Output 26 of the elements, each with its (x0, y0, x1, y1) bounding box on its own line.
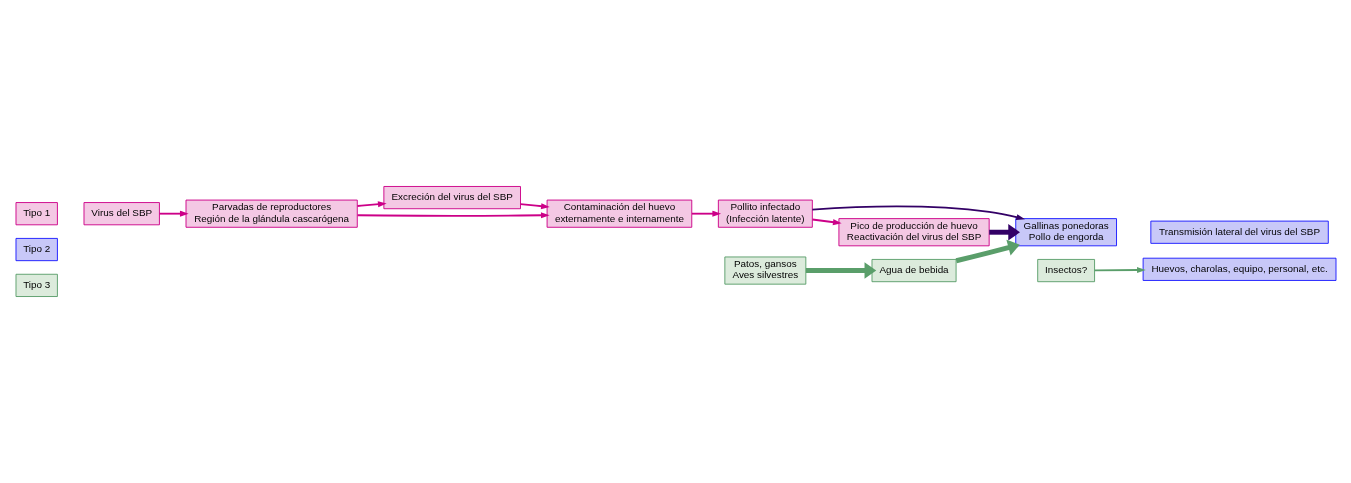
node-box: Pollito infectado (Infección latente) (717, 199, 813, 228)
node-box: Parvadas de reproductores Región de la glándula cascarógena (185, 199, 358, 228)
node-box: Transmisión lateral del virus del SBP (1149, 220, 1329, 244)
arrow (811, 218, 842, 226)
node-box: Gallinas ponedoras Pollo de engorda (1014, 218, 1117, 247)
arrow (810, 205, 1025, 221)
node-box: Excreción del virus del SBP (382, 186, 521, 210)
arrow (955, 239, 1020, 264)
arrow (988, 224, 1020, 241)
node-box: Pico de producción de huevo Reactivación del virus del SBP (837, 218, 990, 247)
arrow (690, 210, 721, 217)
arrow (1093, 267, 1146, 274)
arrow (356, 212, 550, 219)
node-box: Tipo 1 (15, 202, 58, 226)
node-box: Contaminación del huevo externamente e internamente (546, 199, 692, 228)
arrow (519, 203, 550, 210)
node-box: Huevos, charolas, equipo, personal, etc. (1142, 257, 1336, 281)
arrow (356, 201, 387, 208)
node-box: Patos, gansos Aves silvestres (723, 256, 806, 285)
node-box: Virus del SBP (83, 202, 160, 226)
node-box: Tipo 2 (15, 237, 58, 262)
arrow (158, 210, 189, 217)
node-box: Agua de bebida (871, 258, 957, 283)
node-box: Tipo 3 (15, 273, 58, 297)
arrow (805, 262, 876, 279)
node-box: Insectos? (1036, 258, 1095, 283)
